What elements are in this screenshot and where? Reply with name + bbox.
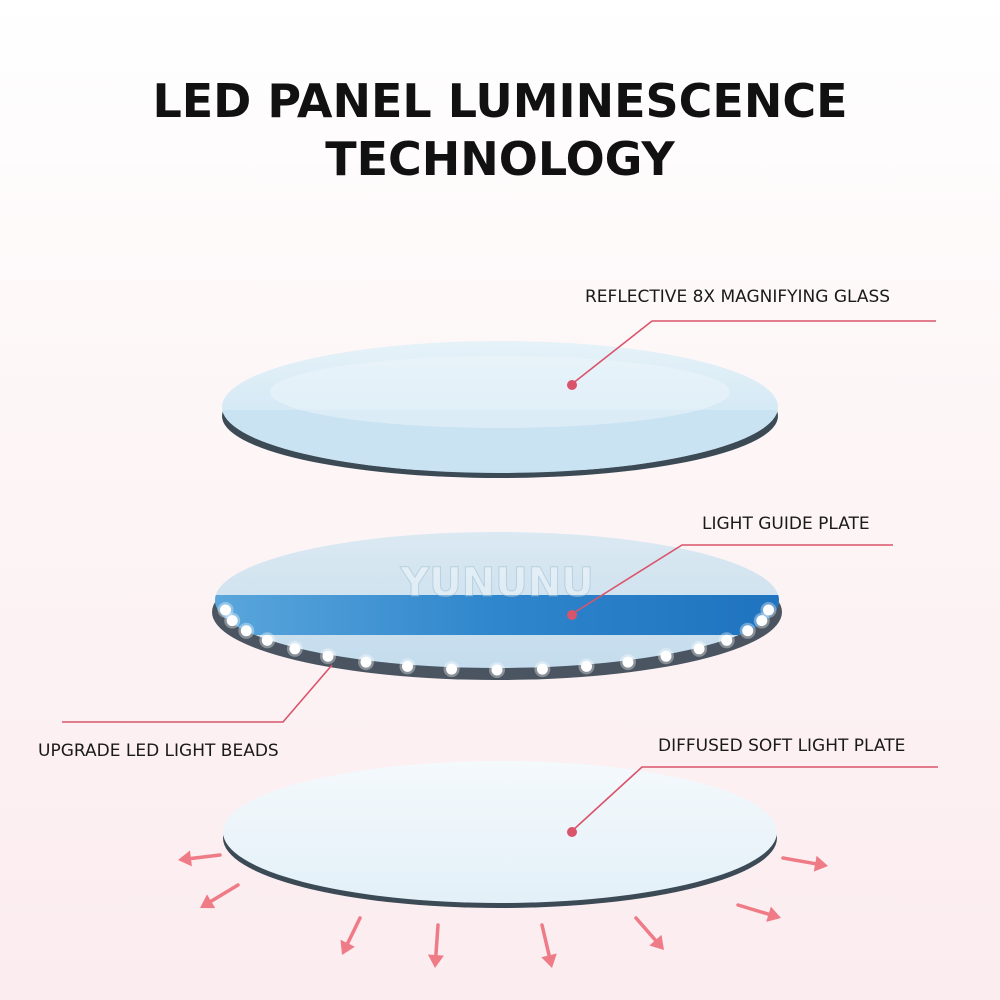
led-bead	[220, 604, 231, 616]
led-bead	[289, 643, 301, 655]
led-bead	[742, 625, 754, 637]
callout-dot-diffused	[567, 827, 577, 837]
callout-line-light-guide	[571, 544, 893, 615]
light-arrow-icon	[736, 903, 781, 922]
led-bead	[360, 656, 372, 668]
callout-dots	[567, 380, 577, 837]
light-emission-arrows	[178, 850, 828, 968]
light-arrow-icon	[200, 883, 240, 909]
callout-line-magnifying-glass	[571, 320, 936, 385]
callout-dot-light-guide	[567, 610, 577, 620]
callout-line-diffused	[571, 766, 938, 832]
light-arrow-icon	[427, 923, 444, 968]
magnifying-glass-disc	[222, 341, 778, 478]
light-arrow-icon	[178, 850, 222, 867]
callout-dot-magnifying-glass	[567, 380, 577, 390]
light-arrow-icon	[634, 916, 664, 950]
callout-lines	[62, 320, 938, 832]
led-bead	[402, 660, 413, 672]
page-title-line-2: TECHNOLOGY	[325, 132, 675, 186]
led-bead	[763, 604, 774, 616]
label-light-guide-plate: LIGHT GUIDE PLATE	[702, 514, 870, 534]
led-bead	[622, 656, 634, 668]
led-bead	[491, 664, 503, 676]
light-guide-disc	[212, 532, 782, 680]
light-guide-blue-layer	[215, 595, 779, 635]
light-arrow-icon	[781, 855, 828, 872]
label-diffused-plate: DIFFUSED SOFT LIGHT PLATE	[658, 736, 906, 756]
led-bead	[240, 625, 252, 637]
led-bead	[446, 663, 458, 675]
light-arrow-icon	[540, 923, 557, 968]
led-bead	[226, 615, 238, 627]
magnifying-glass-highlight	[270, 356, 730, 428]
led-bead	[322, 650, 334, 662]
led-bead	[581, 660, 592, 672]
led-bead	[536, 663, 548, 675]
diffused-plate-surface	[223, 761, 777, 903]
led-beads	[217, 602, 777, 678]
label-magnifying-glass: REFLECTIVE 8X MAGNIFYING GLASS	[585, 287, 891, 307]
led-bead	[693, 643, 705, 655]
page-title-line-1: LED PANEL LUMINESCENCE	[152, 74, 848, 128]
callout-line-led-beads	[62, 664, 333, 723]
led-bead	[721, 634, 733, 646]
led-bead	[261, 634, 273, 646]
label-led-light-beads: UPGRADE LED LIGHT BEADS	[38, 741, 279, 761]
light-arrow-icon	[340, 916, 362, 955]
watermark-logo: YUNUNU	[399, 560, 593, 606]
led-bead	[756, 615, 768, 627]
diffused-plate-disc	[223, 761, 777, 908]
led-bead	[660, 650, 672, 662]
magnifying-glass-lower-band	[222, 410, 778, 470]
